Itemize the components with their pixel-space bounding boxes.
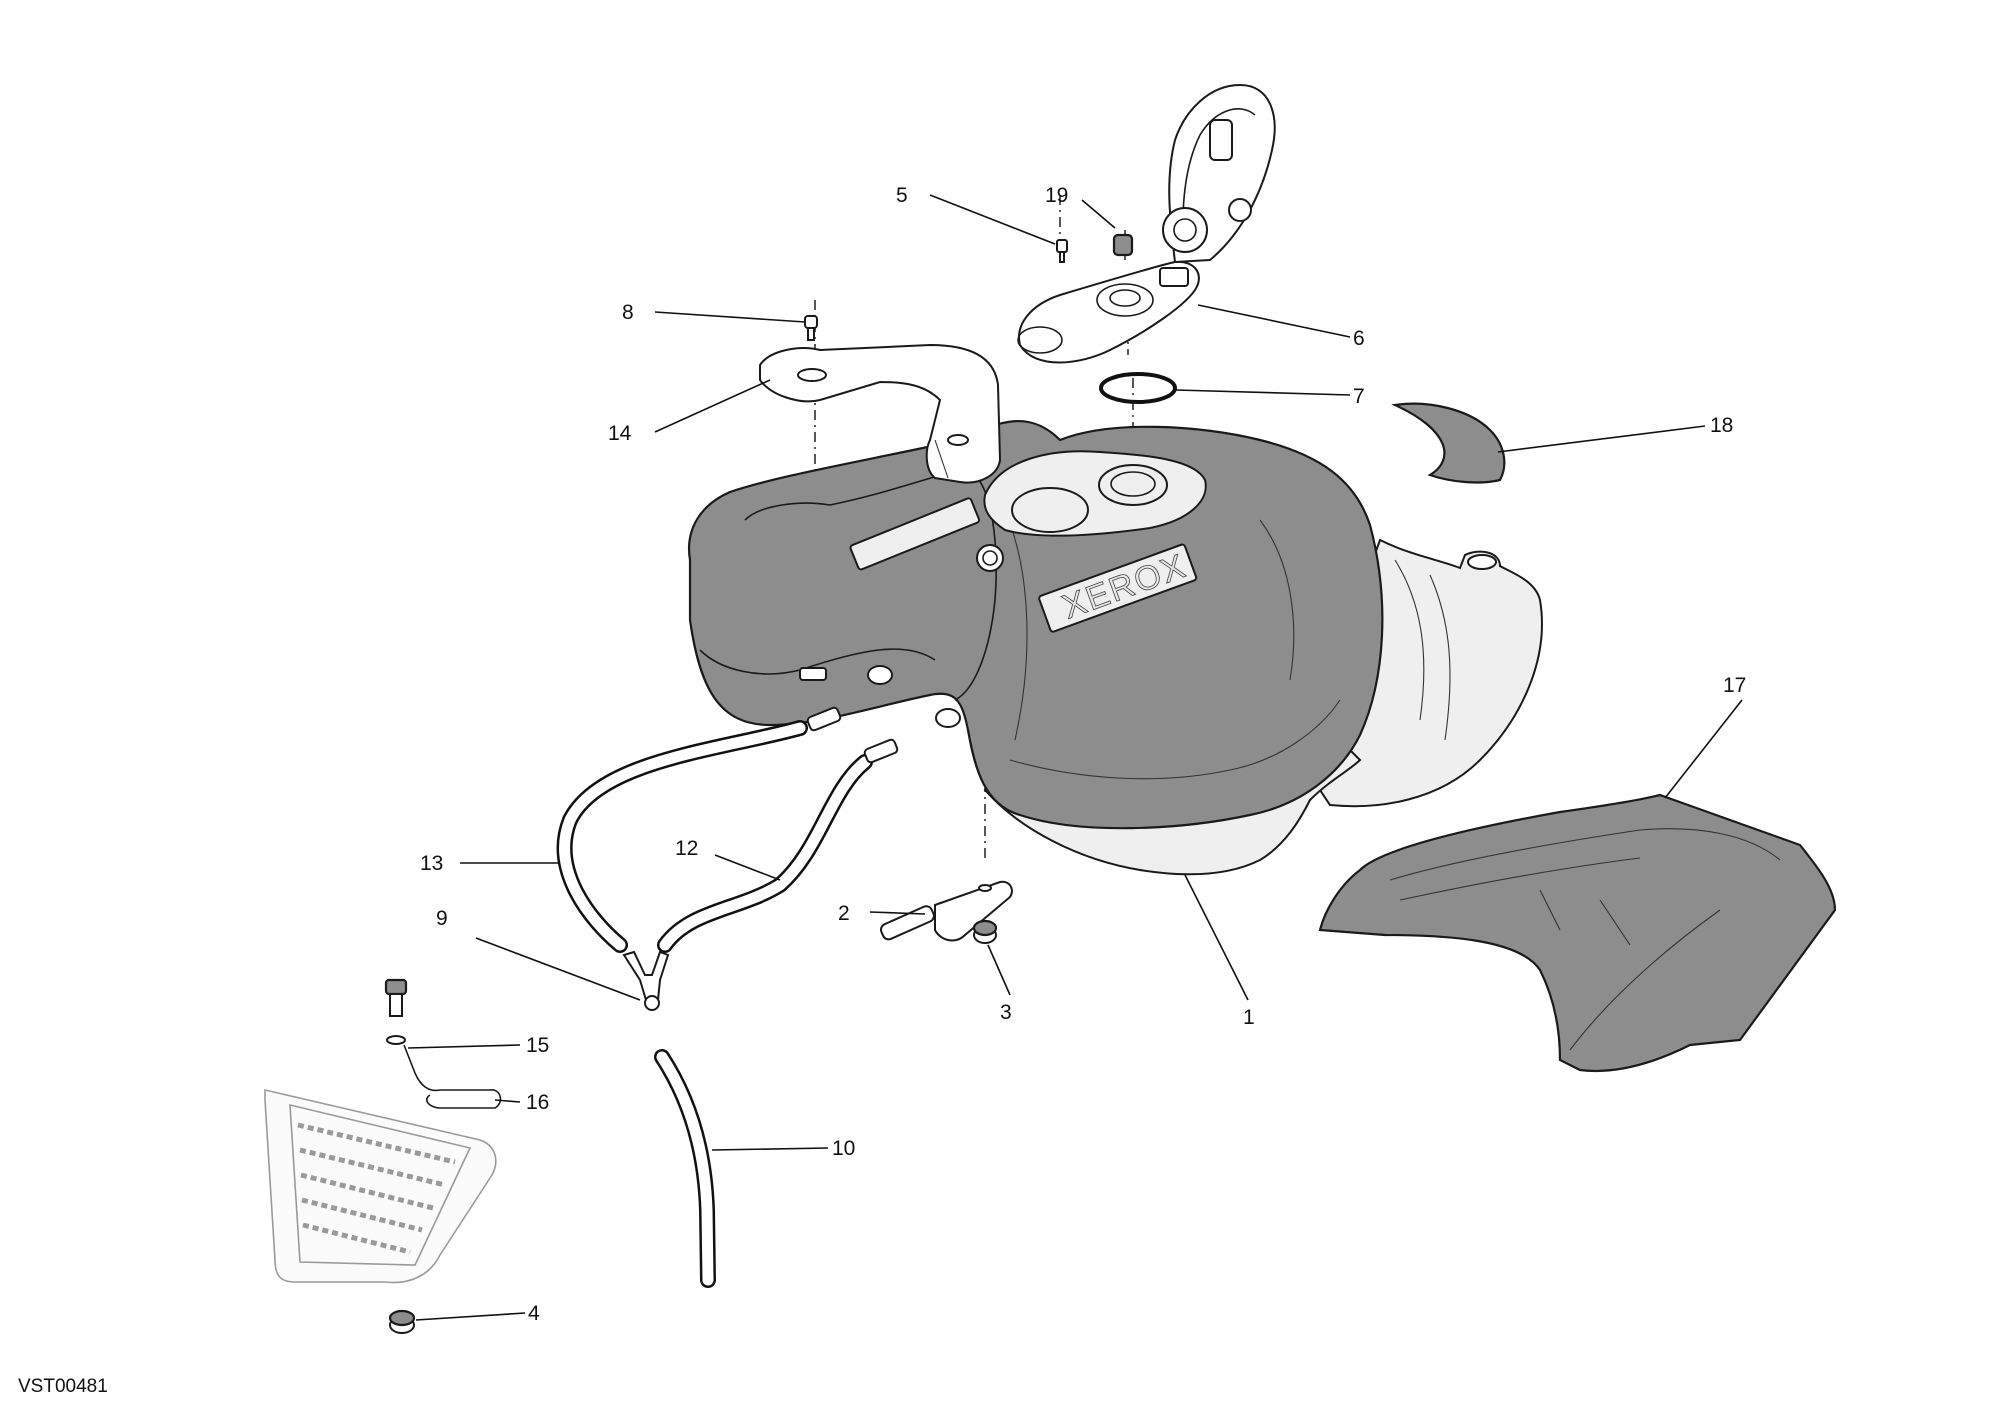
- filler-cap: [1017, 83, 1276, 364]
- cap-screw: [1056, 239, 1068, 263]
- rear-bracket: [759, 343, 1002, 484]
- callout-labels: 1 2 3 4 5 6 7 8 9 10 12 13 14 15 16 17 1…: [420, 184, 1746, 1325]
- callout-4: 4: [528, 1302, 540, 1325]
- callout-6: 6: [1353, 327, 1365, 350]
- callout-13: 13: [420, 852, 443, 875]
- callout-1: 1: [1243, 1006, 1255, 1029]
- o-ring: [1099, 372, 1177, 404]
- oil-cooler: [264, 1088, 497, 1284]
- retaining-clip: [403, 1044, 502, 1109]
- callout-14: 14: [608, 422, 632, 445]
- seat-cover: [1318, 793, 1837, 1072]
- fairing-trim: [1391, 402, 1506, 484]
- callout-17: 17: [1723, 674, 1746, 697]
- drawing-code: VST00481: [18, 1376, 108, 1397]
- callout-16: 16: [526, 1091, 549, 1114]
- radiator-screw: [384, 978, 408, 1045]
- y-union: [622, 950, 670, 1011]
- breather-hoses: [556, 706, 899, 1288]
- fuel-tank: XEROX: [687, 419, 1543, 876]
- mounting-bracket: [880, 880, 1013, 942]
- callout-7: 7: [1353, 385, 1365, 408]
- bracket-screw: [804, 315, 818, 341]
- callout-12: 12: [675, 837, 698, 860]
- grommet: [972, 919, 998, 944]
- callout-5: 5: [896, 184, 908, 207]
- leader-lines: [407, 194, 1743, 1321]
- callout-3: 3: [1000, 1001, 1012, 1024]
- callout-10: 10: [832, 1137, 855, 1160]
- rubber-mount: [388, 1309, 416, 1334]
- callout-15: 15: [526, 1034, 549, 1057]
- callout-9: 9: [436, 907, 448, 930]
- callout-19: 19: [1045, 184, 1068, 207]
- cap-bush: [1112, 233, 1134, 257]
- callout-18: 18: [1710, 414, 1733, 437]
- callout-8: 8: [622, 301, 634, 324]
- callout-2: 2: [838, 902, 850, 925]
